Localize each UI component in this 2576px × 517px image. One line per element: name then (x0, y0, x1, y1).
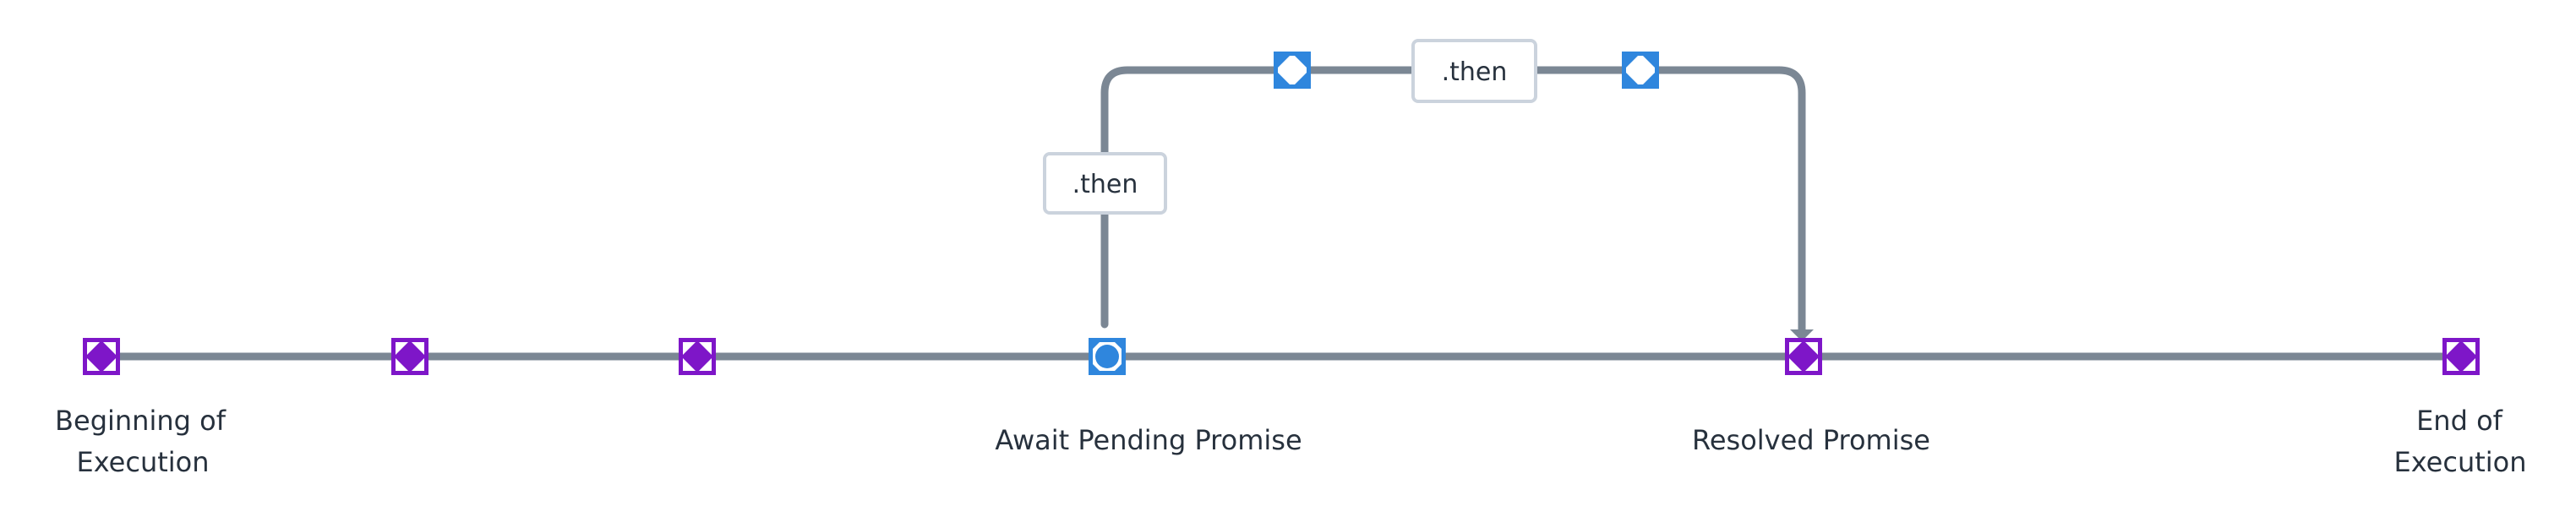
square-circle-icon (1089, 338, 1126, 375)
label-end-line1: End of (2416, 405, 2503, 437)
label-resolved: Resolved Promise (1692, 424, 1930, 456)
then-label-top-text: .then (1442, 57, 1508, 87)
node-callback-1 (1274, 52, 1311, 89)
square-diamond-icon (391, 338, 428, 375)
then-label-top: .then (1411, 39, 1537, 103)
then-label-vertical-box (1043, 152, 1167, 215)
square-diamond-icon (679, 338, 716, 375)
square-diamond-icon (1785, 338, 1822, 375)
square-corner-icon (1622, 52, 1659, 89)
then-branch-edge (1100, 66, 1806, 335)
node-beginning (83, 338, 120, 375)
label-await-pending: Await Pending Promise (995, 424, 1302, 456)
node-end (2442, 338, 2480, 375)
label-beginning-line1: Beginning of (55, 405, 226, 437)
label-end-line2: Execution (2393, 446, 2526, 478)
square-corner-icon (1274, 52, 1311, 89)
node-step-3 (679, 338, 716, 375)
square-diamond-icon (2442, 338, 2480, 375)
label-beginning-line2: Execution (76, 446, 209, 478)
then-label-vertical: .then (1043, 152, 1167, 215)
then-label-top-box (1411, 39, 1537, 103)
node-resolved (1785, 338, 1822, 375)
square-diamond-icon (83, 338, 120, 375)
arrowhead-icon (1790, 329, 1814, 341)
then-label-vertical-text: .then (1072, 170, 1138, 199)
node-callback-2 (1622, 52, 1659, 89)
node-await-pending (1089, 338, 1126, 375)
node-step-2 (391, 338, 428, 375)
